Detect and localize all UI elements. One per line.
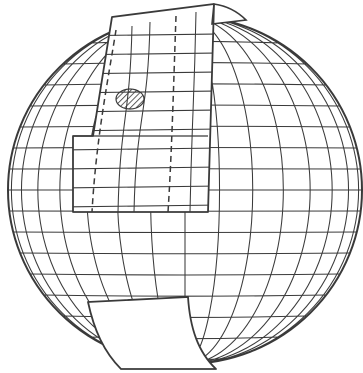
- hatched-feature: [116, 89, 144, 109]
- strip-wrap-band: [212, 4, 246, 24]
